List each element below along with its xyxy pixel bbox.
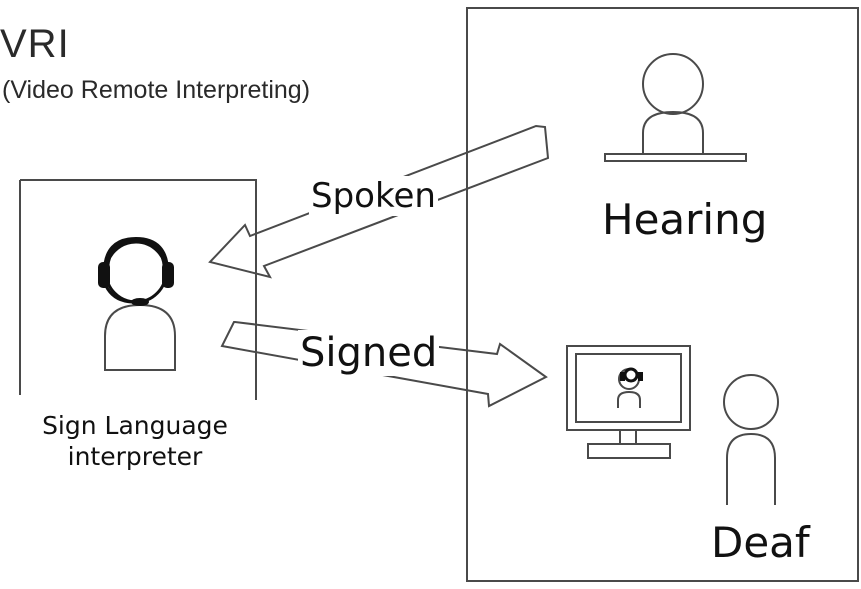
spoken-arrow	[208, 124, 550, 279]
diagram-subtitle: (Video Remote Interpreting)	[2, 76, 311, 104]
interpreter-body	[104, 303, 176, 371]
interpreter-label: Sign Language interpreter	[14, 410, 256, 472]
deaf-person-icon	[723, 374, 779, 505]
signed-label: Signed	[298, 330, 440, 376]
spoken-label: Spoken	[309, 176, 438, 216]
headset-icon	[98, 236, 643, 383]
interpreter-label-line2: interpreter	[67, 442, 203, 471]
interpreter-room-box	[20, 179, 257, 400]
diagram-title: VRI	[0, 22, 70, 66]
interpreter-label-line1: Sign Language	[42, 411, 228, 440]
remote-room-box	[466, 7, 859, 582]
deaf-label: Deaf	[705, 518, 816, 567]
hearing-label: Hearing	[602, 195, 768, 244]
hearing-person-icon	[604, 53, 747, 162]
monitor-icon	[566, 345, 691, 459]
